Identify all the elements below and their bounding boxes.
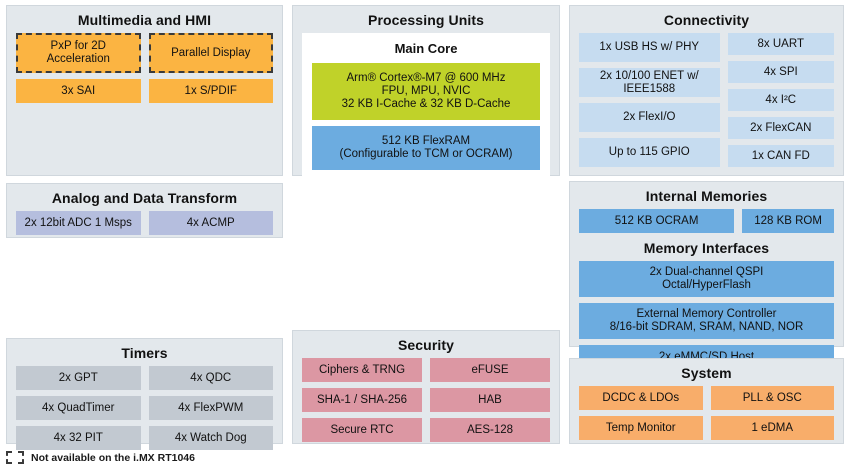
block-acmp[interactable]: 4x ACMP — [148, 211, 273, 235]
block-row: External Memory Controller 8/16-bit SDRA… — [570, 303, 843, 339]
block-dcdc-ldos[interactable]: DCDC & LDOs — [579, 386, 703, 410]
block-row: 3x SAI 1x S/PDIF — [7, 79, 282, 103]
block-row: Arm® Cortex®-M7 @ 600 MHz FPU, MPU, NVIC… — [302, 63, 550, 120]
panel-title-analog: Analog and Data Transform — [51, 190, 238, 206]
block-parallel-display[interactable]: Parallel Display — [148, 33, 273, 73]
panel-analog-and-data-transform: Analog and Data Transform 2x 12bit ADC 1… — [6, 183, 283, 238]
block-adc[interactable]: 2x 12bit ADC 1 Msps — [16, 211, 141, 235]
block-qspi[interactable]: 2x Dual-channel QSPI Octal/HyperFlash — [579, 261, 834, 297]
block-efuse[interactable]: eFUSE — [430, 358, 550, 382]
block-gpio[interactable]: Up to 115 GPIO — [579, 138, 720, 167]
block-row: PxP for 2D Acceleration Parallel Display — [7, 33, 282, 73]
card-title-main-core: Main Core — [394, 41, 458, 56]
panel-title-internal-memories: Internal Memories — [645, 188, 768, 204]
block-sai[interactable]: 3x SAI — [16, 79, 141, 103]
block-watch-dog[interactable]: 4x Watch Dog — [148, 426, 273, 450]
panel-system: System DCDC & LDOs PLL & OSC Temp Monito… — [569, 358, 844, 444]
block-quadtimer[interactable]: 4x QuadTimer — [16, 396, 141, 420]
block-aes-128[interactable]: AES-128 — [430, 418, 550, 442]
panel-title-system: System — [681, 365, 732, 381]
block-row: 4x 32 PIT 4x Watch Dog — [7, 426, 282, 450]
panel-title-processing-units: Processing Units — [368, 12, 484, 28]
legend-footnote: Not available on the i.MX RT1046 — [6, 451, 195, 464]
block-pxp-2d-acceleration[interactable]: PxP for 2D Acceleration — [16, 33, 141, 73]
block-sha[interactable]: SHA-1 / SHA-256 — [302, 388, 422, 412]
block-edma[interactable]: 1 eDMA — [710, 416, 834, 440]
block-enet-ieee1588[interactable]: 2x 10/100 ENET w/ IEEE1588 — [579, 68, 720, 97]
block-row: SHA-1 / SHA-256 HAB — [293, 388, 559, 412]
block-flexio[interactable]: 2x FlexI/O — [579, 103, 720, 132]
block-can-fd[interactable]: 1x CAN FD — [727, 145, 834, 167]
block-row: 2x Dual-channel QSPI Octal/HyperFlash — [570, 261, 843, 297]
panel-title-memory-interfaces: Memory Interfaces — [643, 240, 770, 256]
block-pll-osc[interactable]: PLL & OSC — [710, 386, 834, 410]
panel-security: Security Ciphers & TRNG eFUSE SHA-1 / SH… — [292, 330, 560, 444]
panel-timers: Timers 2x GPT 4x QDC 4x QuadTimer 4x Fle… — [6, 338, 283, 450]
block-row: DCDC & LDOs PLL & OSC — [570, 386, 843, 410]
panel-title-multimedia: Multimedia and HMI — [77, 12, 212, 28]
connectivity-left-column: 1x USB HS w/ PHY 2x 10/100 ENET w/ IEEE1… — [579, 33, 720, 167]
block-external-memory-controller[interactable]: External Memory Controller 8/16-bit SDRA… — [579, 303, 834, 339]
connectivity-columns: 1x USB HS w/ PHY 2x 10/100 ENET w/ IEEE1… — [570, 33, 843, 167]
block-temp-monitor[interactable]: Temp Monitor — [579, 416, 703, 440]
block-arm-cortex-m7[interactable]: Arm® Cortex®-M7 @ 600 MHz FPU, MPU, NVIC… — [312, 63, 540, 120]
panel-title-security: Security — [397, 337, 455, 353]
block-row: 2x 12bit ADC 1 Msps 4x ACMP — [7, 211, 282, 235]
panel-internal-memories: Internal Memories 512 KB OCRAM 128 KB RO… — [569, 181, 844, 369]
block-row: Ciphers & TRNG eFUSE — [293, 358, 559, 382]
block-row: 512 KB FlexRAM (Configurable to TCM or O… — [302, 126, 550, 170]
block-row: 4x QuadTimer 4x FlexPWM — [7, 396, 282, 420]
panel-title-timers: Timers — [121, 345, 168, 361]
block-flexcan[interactable]: 2x FlexCAN — [727, 117, 834, 139]
panel-multimedia-and-hmi: Multimedia and HMI PxP for 2D Accelerati… — [6, 5, 283, 176]
block-spdif[interactable]: 1x S/PDIF — [148, 79, 273, 103]
dashed-box-icon — [6, 451, 24, 464]
main-core-card: Main Core Arm® Cortex®-M7 @ 600 MHz FPU,… — [302, 33, 550, 178]
block-row: Temp Monitor 1 eDMA — [570, 416, 843, 440]
block-ocram[interactable]: 512 KB OCRAM — [579, 209, 735, 233]
block-row: 512 KB OCRAM 128 KB ROM — [570, 209, 843, 233]
block-pit[interactable]: 4x 32 PIT — [16, 426, 141, 450]
panel-title-connectivity: Connectivity — [663, 12, 750, 28]
block-qdc[interactable]: 4x QDC — [148, 366, 273, 390]
block-hab[interactable]: HAB — [430, 388, 550, 412]
block-gpt[interactable]: 2x GPT — [16, 366, 141, 390]
legend-footnote-text: Not available on the i.MX RT1046 — [31, 451, 195, 464]
panel-connectivity: Connectivity 1x USB HS w/ PHY 2x 10/100 … — [569, 5, 844, 176]
block-spi[interactable]: 4x SPI — [727, 61, 834, 83]
block-ciphers-trng[interactable]: Ciphers & TRNG — [302, 358, 422, 382]
block-uart[interactable]: 8x UART — [727, 33, 834, 55]
block-row: 2x GPT 4x QDC — [7, 366, 282, 390]
connectivity-right-column: 8x UART 4x SPI 4x I²C 2x FlexCAN 1x CAN … — [727, 33, 834, 167]
panel-processing-units: Processing Units Main Core Arm® Cortex®-… — [292, 5, 560, 178]
block-usb-hs-phy[interactable]: 1x USB HS w/ PHY — [579, 33, 720, 62]
block-row: Secure RTC AES-128 — [293, 418, 559, 442]
block-flexpwm[interactable]: 4x FlexPWM — [148, 396, 273, 420]
block-rom[interactable]: 128 KB ROM — [742, 209, 834, 233]
block-secure-rtc[interactable]: Secure RTC — [302, 418, 422, 442]
block-flexram[interactable]: 512 KB FlexRAM (Configurable to TCM or O… — [312, 126, 540, 170]
block-i2c[interactable]: 4x I²C — [727, 89, 834, 111]
